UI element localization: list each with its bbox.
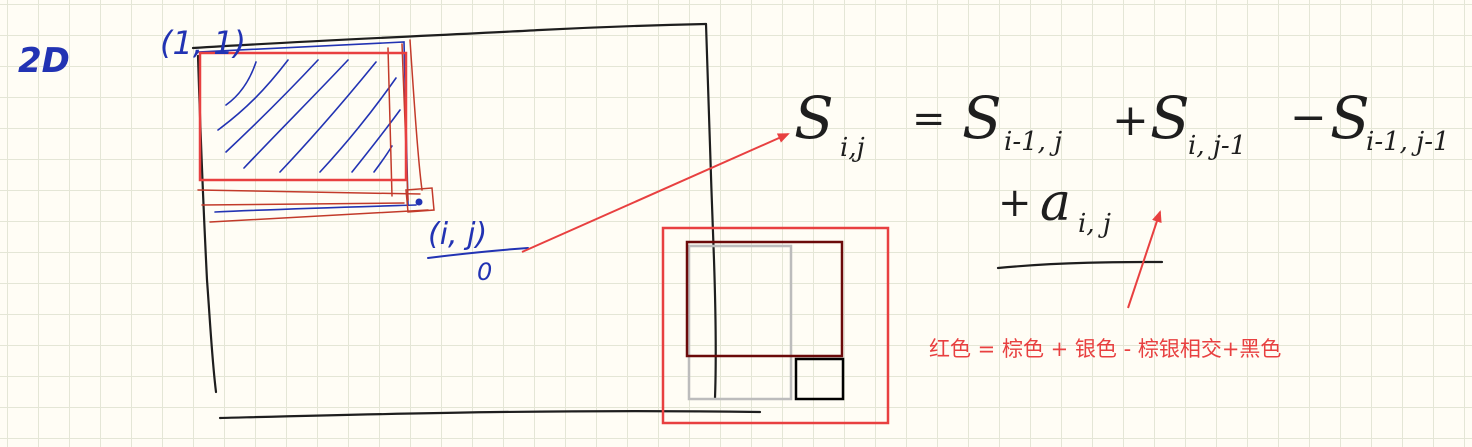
formula-term1-sub: i-1, j — [1004, 127, 1062, 157]
cell-sub-label: 0 — [477, 258, 492, 286]
top-left-index-label: (1, 1) — [160, 24, 246, 62]
annotation-text: 红色 = 棕色 + 银色 - 棕银相交+黑色 — [929, 337, 1281, 361]
formula-term2-sub: i, j-1 — [1188, 131, 1246, 161]
formula-equals: = — [912, 96, 946, 142]
formula-minus: − — [1290, 92, 1327, 143]
prefix-hatching — [197, 41, 417, 213]
cell-index-label: (i, j) — [428, 217, 487, 252]
black-box — [794, 357, 845, 401]
formula-term4: a — [1040, 173, 1071, 233]
red-highlight-rect — [198, 51, 408, 182]
formula-plus2: + — [998, 180, 1032, 226]
formula-term3-sub: i-1, j-1 — [1366, 127, 1450, 157]
formula-lhs-sub: i,j — [840, 133, 865, 163]
formula-term2: S — [1150, 84, 1190, 152]
brown-sketch-lines — [197, 39, 435, 223]
formula-term3: S — [1330, 84, 1370, 152]
cell-dot — [415, 198, 423, 206]
brown-box — [685, 240, 844, 358]
formula-lhs: S — [794, 84, 834, 152]
dim-label: 2D — [18, 41, 70, 81]
cell-label-underline — [427, 247, 529, 259]
silver-box — [687, 244, 793, 401]
arrow-to-formula — [521, 133, 790, 253]
formula-term1: S — [962, 84, 1002, 152]
formula-plus1: + — [1112, 95, 1149, 146]
formula-term4-sub: i, j — [1078, 209, 1111, 239]
arrow-from-annotation — [1127, 210, 1162, 309]
overlap-illustration — [661, 226, 890, 425]
prefix-sum-formula: S i,j = S i-1, j + S i, j-1 − S i-1, j-1… — [794, 84, 1450, 239]
formula-underline — [996, 260, 1164, 270]
red-total-box — [661, 226, 890, 425]
